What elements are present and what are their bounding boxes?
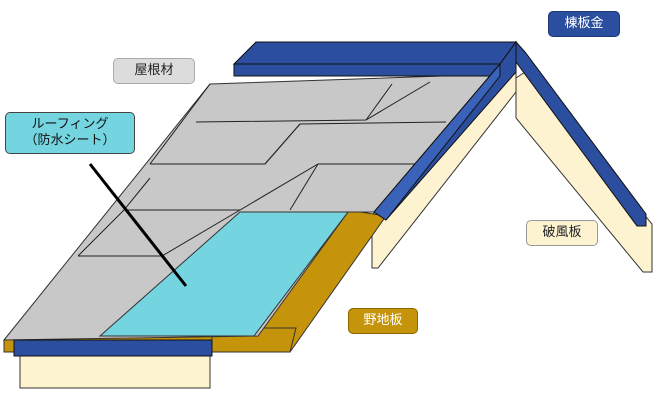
label-fascia-board-text: 破風板	[542, 225, 582, 241]
ridge-flashing-front	[233, 63, 501, 77]
label-roofing: ルーフィング （防水シート）	[5, 112, 135, 154]
label-fascia-board: 破風板	[526, 220, 598, 246]
label-ridge-flashing-text: 棟板金	[564, 16, 604, 32]
label-roofing-line2: （防水シート）	[24, 133, 116, 148]
label-roofing-line1: ルーフィング	[31, 117, 109, 133]
label-roof-material-text: 屋根材	[134, 63, 174, 79]
label-roof-sheathing-text: 野地板	[363, 313, 403, 329]
ridge-flashing-top	[232, 41, 517, 65]
label-roof-sheathing: 野地板	[348, 308, 418, 334]
roofing-membrane	[98, 211, 350, 337]
label-ridge-flashing: 棟板金	[548, 11, 620, 37]
eave-fascia-board	[19, 351, 211, 389]
rake-flashing-face	[373, 62, 501, 221]
label-roof-material: 屋根材	[113, 58, 195, 84]
eave-flashing	[13, 339, 213, 357]
roofing-pointer-line	[88, 163, 188, 287]
